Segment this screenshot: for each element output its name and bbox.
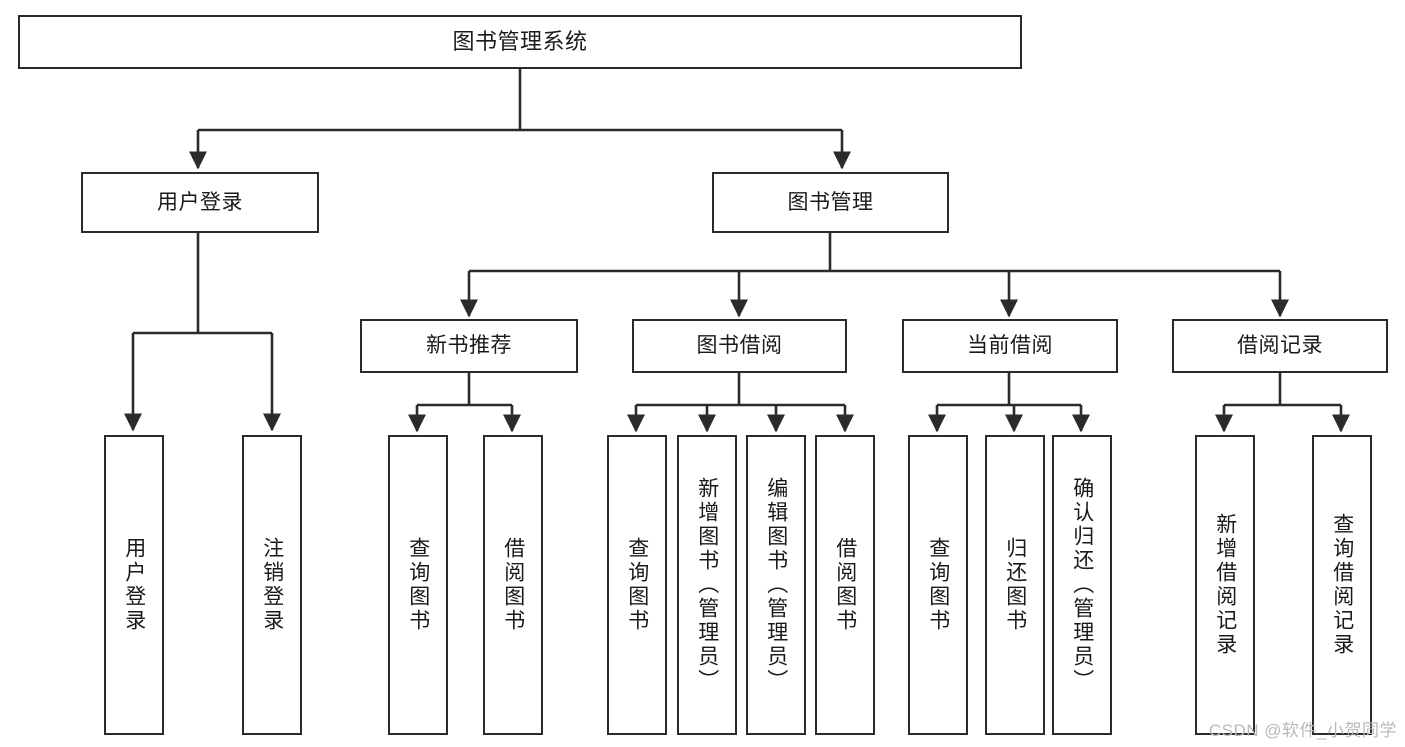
node-leaf-return-book-label: 归还图书 [1003, 537, 1027, 633]
node-borrow-record[interactable]: 借阅记录 [1172, 319, 1388, 373]
node-leaf-query-record[interactable]: 查询借阅记录 [1312, 435, 1372, 735]
node-root-label: 图书管理系统 [452, 28, 588, 54]
edge-group-new-book-recommend [407, 373, 522, 433]
node-leaf-edit-book[interactable]: 编辑图书（管理员） [746, 435, 806, 735]
node-leaf-borrow-book-2-label: 借阅图书 [833, 537, 857, 633]
node-leaf-logout-login-label: 注销登录 [260, 537, 284, 633]
node-current-borrow[interactable]: 当前借阅 [902, 319, 1118, 373]
node-leaf-confirm-return[interactable]: 确认归还（管理员） [1052, 435, 1112, 735]
node-leaf-borrow-book-2[interactable]: 借阅图书 [815, 435, 875, 735]
node-leaf-user-login[interactable]: 用户登录 [104, 435, 164, 735]
edge-group-book-borrow [626, 373, 855, 433]
node-leaf-query-book-1-label: 查询图书 [406, 537, 430, 633]
node-current-borrow-label: 当前借阅 [967, 334, 1053, 358]
node-leaf-add-book[interactable]: 新增图书（管理员） [677, 435, 737, 735]
edge-group-user-login [123, 233, 282, 432]
node-leaf-add-book-label: 新增图书（管理员） [695, 477, 719, 693]
node-book-manage[interactable]: 图书管理 [712, 172, 949, 233]
csdn-watermark: CSDN @软件_小贺同学 [1208, 721, 1397, 740]
node-leaf-borrow-book-1[interactable]: 借阅图书 [483, 435, 543, 735]
node-leaf-add-record[interactable]: 新增借阅记录 [1195, 435, 1255, 735]
node-book-borrow[interactable]: 图书借阅 [632, 319, 847, 373]
node-user-login[interactable]: 用户登录 [81, 172, 319, 233]
node-leaf-query-book-3[interactable]: 查询图书 [908, 435, 968, 735]
node-borrow-record-label: 借阅记录 [1237, 334, 1323, 358]
node-leaf-query-book-2-label: 查询图书 [625, 537, 649, 633]
node-leaf-user-login-label: 用户登录 [122, 537, 146, 633]
node-leaf-query-book-2[interactable]: 查询图书 [607, 435, 667, 735]
node-leaf-query-book-3-label: 查询图书 [926, 537, 950, 633]
node-leaf-logout-login[interactable]: 注销登录 [242, 435, 302, 735]
node-leaf-borrow-book-1-label: 借阅图书 [501, 537, 525, 633]
edge-group-current-borrow [927, 373, 1091, 433]
edge-group-root [188, 69, 852, 170]
edge-group-borrow-record [1214, 373, 1351, 433]
node-leaf-edit-book-label: 编辑图书（管理员） [764, 477, 788, 693]
node-book-borrow-label: 图书借阅 [696, 334, 783, 358]
node-root[interactable]: 图书管理系统 [18, 15, 1022, 69]
node-leaf-confirm-return-label: 确认归还（管理员） [1070, 477, 1094, 693]
edge-group-book-manage [459, 233, 1290, 318]
node-new-book-recommend-label: 新书推荐 [426, 334, 512, 358]
node-leaf-query-book-1[interactable]: 查询图书 [388, 435, 448, 735]
node-user-login-label: 用户登录 [157, 190, 243, 214]
node-new-book-recommend[interactable]: 新书推荐 [360, 319, 578, 373]
node-leaf-add-record-label: 新增借阅记录 [1213, 513, 1237, 657]
node-leaf-return-book[interactable]: 归还图书 [985, 435, 1045, 735]
node-book-manage-label: 图书管理 [787, 190, 874, 214]
node-leaf-query-record-label: 查询借阅记录 [1330, 513, 1354, 657]
